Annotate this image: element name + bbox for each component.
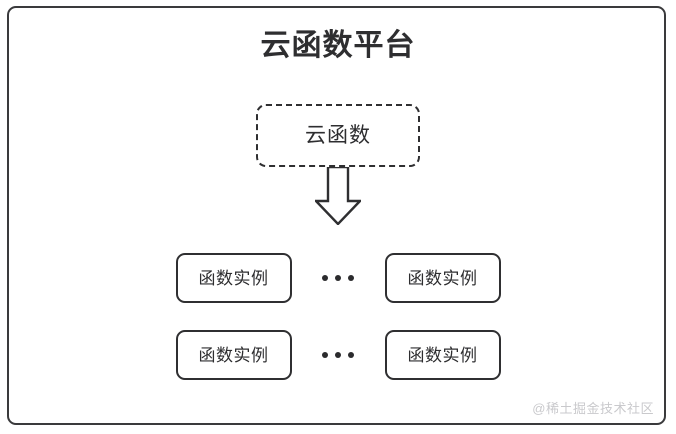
ellipsis-dot (348, 275, 354, 281)
ellipsis-dot (335, 352, 341, 358)
cloud-function-label: 云函数 (305, 124, 371, 147)
instance-row-1: 函数实例 函数实例 (0, 253, 676, 303)
cloud-function-node: 云函数 (256, 104, 420, 167)
function-instance-label: 函数实例 (407, 345, 478, 365)
ellipsis-icon (292, 275, 385, 281)
function-instance-label: 函数实例 (198, 345, 269, 365)
function-instance-box: 函数实例 (175, 330, 292, 380)
watermark: @稀土掘金技术社区 (532, 401, 654, 416)
function-instance-label: 函数实例 (198, 268, 269, 288)
ellipsis-dot (322, 352, 328, 358)
down-block-arrow-icon (313, 165, 363, 226)
ellipsis-icon (292, 352, 385, 358)
instance-row-2: 函数实例 函数实例 (0, 330, 676, 380)
page-title: 云函数平台 (260, 29, 416, 62)
ellipsis-dot (348, 352, 354, 358)
ellipsis-dot (335, 275, 341, 281)
function-instance-box: 函数实例 (175, 253, 292, 303)
function-instance-box: 函数实例 (384, 330, 501, 380)
function-instance-label: 函数实例 (407, 268, 478, 288)
function-instance-box: 函数实例 (384, 253, 501, 303)
ellipsis-dot (322, 275, 328, 281)
